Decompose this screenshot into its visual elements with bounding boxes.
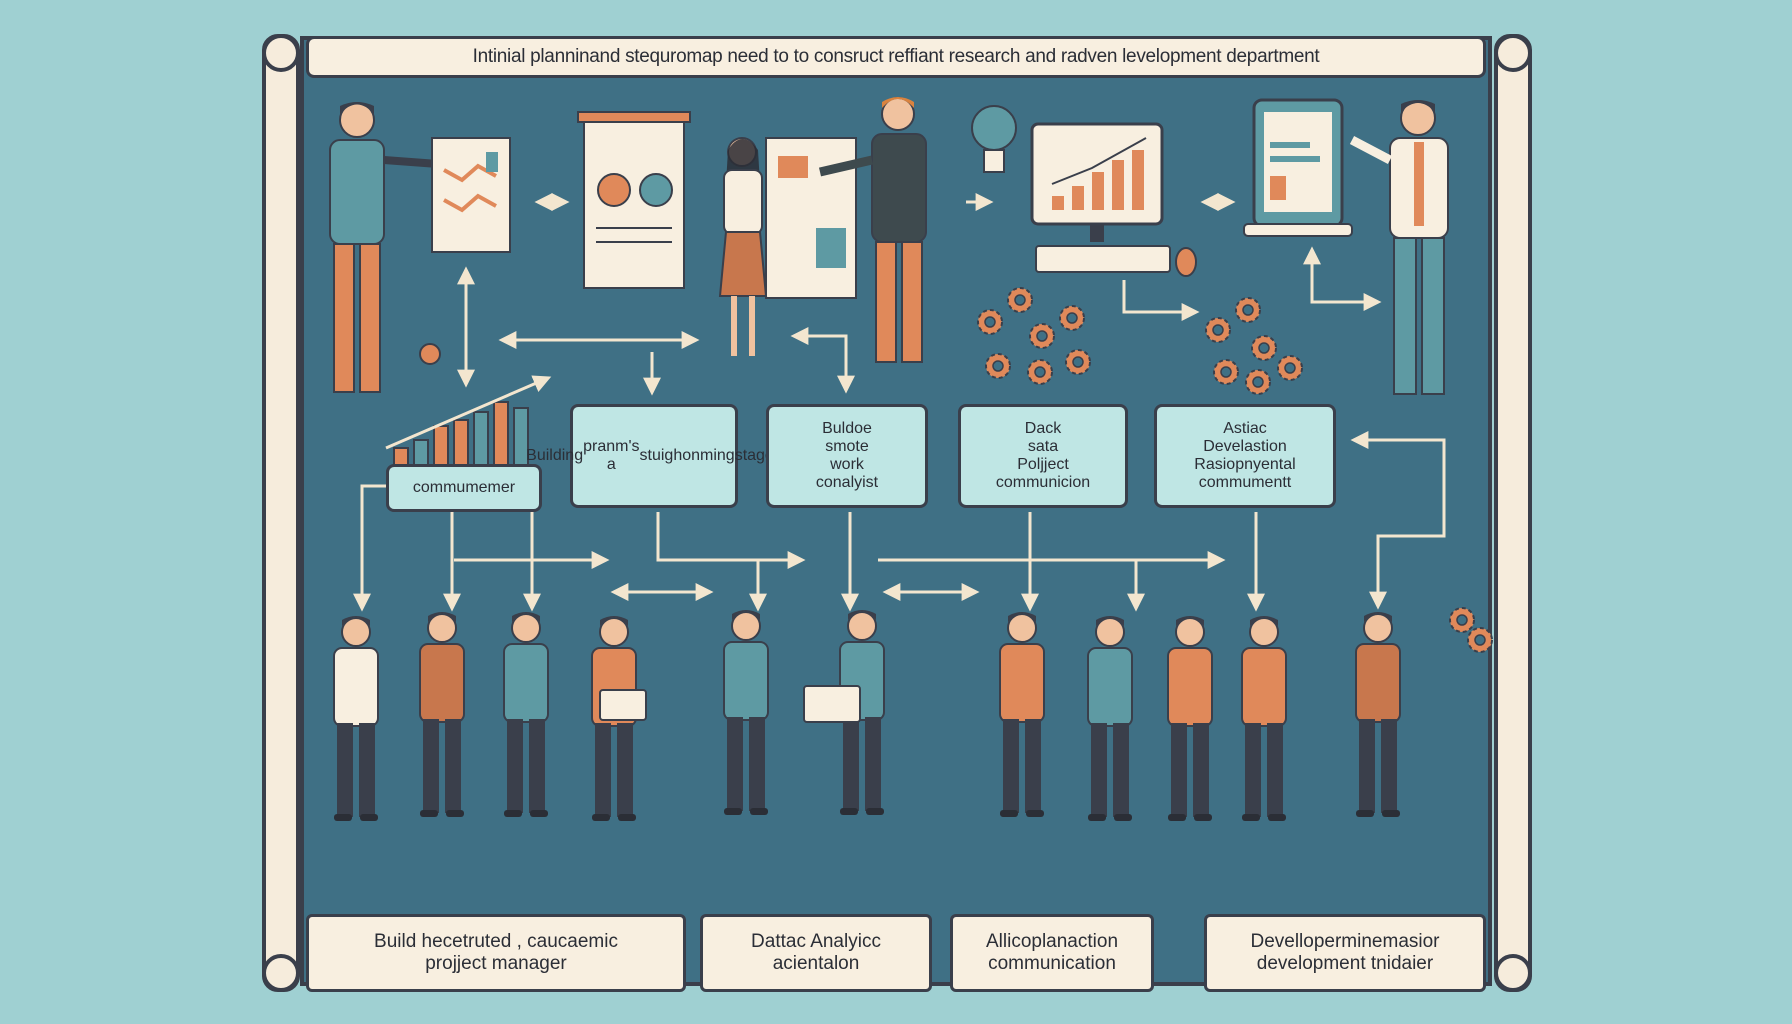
stage-5-line-3: Rasiopnyental [1194,456,1296,473]
label-1-line-1: Build hecetruted , caucaemic [374,931,618,952]
presenter-figure-left [329,102,439,393]
label-4-line-1: Develloperminemasior [1250,931,1440,952]
flow-arrows [353,193,1446,612]
presenter-figure-right [1349,100,1449,395]
stage-3-line-2: smote [825,438,869,455]
label-2-line-2: acientalon [772,953,860,974]
stage-3-line-1: Buldoe [822,420,872,437]
stage-4-line-4: communicion [995,474,1091,491]
stage-box-commumemer: commumemer [386,464,542,512]
stage-2-line-2: pranm's a [583,438,640,473]
label-project-manager: Build hecetruted , caucaemic projject ma… [306,914,686,992]
man-figure-top-center [818,97,927,363]
center-flipchart [765,137,857,299]
lightbulb-icon [971,105,1017,173]
stage-box-work-analyst: Buldoe smote work conalyist [766,404,928,508]
flipchart-left [431,137,511,253]
label-4-line-2: development tnidaier [1256,953,1434,974]
label-2-line-1: Dattac Analyicc [751,931,881,952]
stage-2-line-3: stuighonming [639,447,735,464]
scroll-rod-left [262,34,300,992]
stage-box-project-communication: Dack sata Poljject communicion [958,404,1128,508]
team-group-3 [999,611,1401,822]
page-title: Intinial planninand stequromap need to t… [306,36,1486,78]
stage-box-development: Astiac Develastion Rasiopnyental commume… [1154,404,1336,508]
stage-5-line-4: commumentt [1198,474,1292,491]
stage-3-line-3: work [830,456,864,473]
stage-3-line-4: conalyist [815,474,879,491]
team-group-2 [723,609,885,816]
label-1-line-2: projject manager [425,953,567,974]
team-group-1 [333,611,647,822]
scroll-rod-right [1494,34,1532,992]
stage-5-line-1: Astiac [1223,420,1267,437]
label-development: Develloperminemasior development tnidaie… [1204,914,1486,992]
stage-4-line-1: Dack [1024,420,1062,437]
stage-4-line-2: sata [1027,438,1059,455]
stage-4-line-3: Poljject [1017,456,1069,473]
label-data-analytics: Dattac Analyicc acientalon [700,914,932,992]
label-3-line-1: Allicoplanaction [985,931,1119,952]
stage-1-line-1: commumemer [412,479,516,496]
bar-chart-icon [385,343,552,473]
woman-figure-top [718,137,768,356]
stage-5-line-2: Develastion [1203,438,1287,455]
tablet-icon [1243,98,1353,237]
stage-2-line-1: Building [526,447,584,464]
monitor-icon [1030,122,1197,277]
poster-board [577,111,691,289]
stage-box-building: Building pranm's a stuighonming stages [526,404,782,508]
label-3-line-2: communication [988,953,1116,974]
label-communication: Allicoplanaction communication [950,914,1154,992]
